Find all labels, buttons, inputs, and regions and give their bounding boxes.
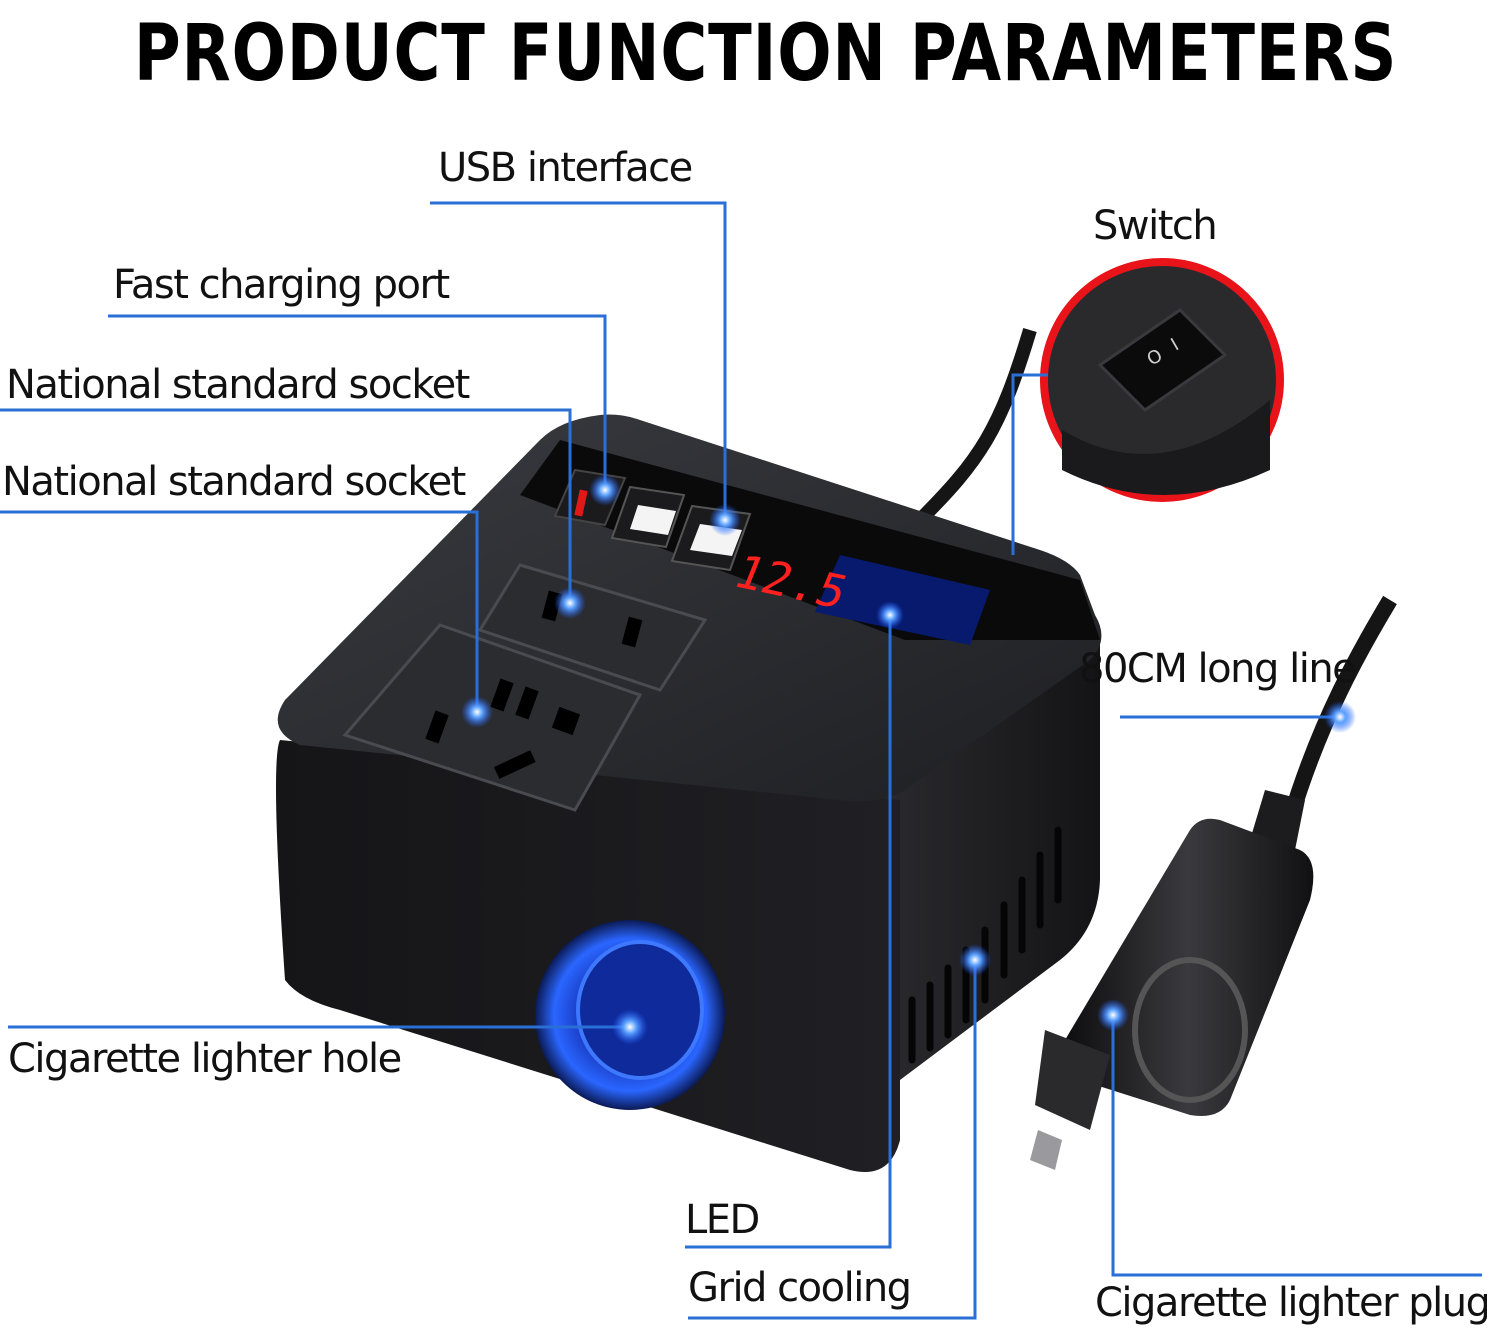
glow-dot (959, 944, 991, 976)
label-usb-interface: USB interface (438, 145, 693, 191)
label-grid-cooling: Grid cooling (688, 1265, 912, 1311)
leader-led (685, 615, 892, 1249)
power-cable (915, 327, 1037, 525)
glow-dot (709, 504, 741, 536)
leader-cigarette-lighter-plug (1111, 1015, 1482, 1277)
socket-slot (490, 678, 514, 712)
switch-zoom: O I (1040, 258, 1284, 502)
plug-side-clip (1132, 957, 1248, 1103)
leader-usb-interface (430, 201, 727, 520)
glow-dot (461, 696, 493, 728)
plug-strain-relief (1250, 790, 1305, 850)
label-national-socket-2: National standard socket (2, 459, 466, 505)
leader-fast-charging-port (108, 314, 607, 490)
switch-zoom-shadow (1062, 400, 1270, 495)
socket-multi-pin-plate (342, 623, 643, 812)
lighter-hole-inner (576, 940, 704, 1080)
cooling-grid (908, 826, 1062, 1064)
glow-dot (1097, 999, 1129, 1031)
glow-dot (876, 601, 904, 629)
leader-national-socket-1 (0, 408, 572, 600)
socket-slot (493, 750, 536, 779)
glow-dot (554, 587, 586, 619)
page-title: PRODUCT FUNCTION PARAMETERS (133, 9, 1398, 99)
leader-endpoints (461, 474, 1356, 1045)
plug-collar (1035, 1030, 1110, 1130)
label-switch: Switch (1093, 203, 1218, 249)
glow-dot (612, 1009, 648, 1045)
label-long-line: 80CM long line (1079, 646, 1357, 692)
label-cigarette-lighter-hole: Cigarette lighter hole (8, 1036, 402, 1082)
socket-slot (515, 686, 539, 720)
socket-two-pin-plate (477, 563, 708, 692)
led-display-window (815, 555, 990, 645)
fast-charging-red-tab (574, 489, 588, 517)
cigarette-lighter-plug (1030, 790, 1314, 1170)
plug-tip (1030, 1130, 1062, 1170)
socket-multi-pin (342, 623, 643, 812)
glow-dot (589, 474, 621, 506)
long-cable (1282, 595, 1397, 823)
glow-dot (1324, 701, 1356, 733)
label-fast-charging-port: Fast charging port (113, 262, 450, 308)
usb-port-2-tongue (630, 505, 676, 535)
plug-body (1062, 818, 1314, 1116)
socket-slot (551, 706, 581, 736)
socket-slot (425, 710, 449, 744)
socket-slot (621, 616, 643, 648)
leader-switch (1011, 373, 1048, 555)
rocker-switch[interactable] (1097, 308, 1228, 412)
label-led: LED (685, 1197, 760, 1243)
leader-lines (0, 201, 1482, 1320)
leader-national-socket-2 (0, 510, 479, 712)
leader-grid-cooling (688, 960, 977, 1320)
label-cigarette-lighter-plug: Cigarette lighter plug (1095, 1280, 1487, 1326)
label-national-socket-1: National standard socket (6, 362, 470, 408)
